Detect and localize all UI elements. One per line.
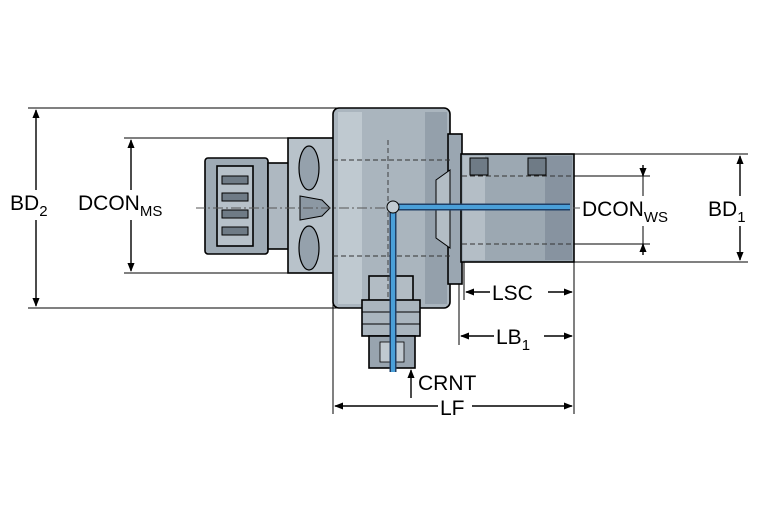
- toolholder-body: [204, 107, 575, 369]
- coolant-channel: [386, 200, 570, 372]
- label-lb1: LB1: [496, 326, 530, 354]
- label-lsc: LSC: [492, 282, 533, 305]
- label-dcon-ms: DCONMS: [78, 192, 162, 220]
- set-screw-2: [527, 157, 547, 176]
- label-bd2: BD2: [10, 192, 48, 220]
- label-crnt: CRNT: [418, 372, 476, 395]
- label-dcon-ws: DCONWS: [582, 198, 668, 226]
- ms-shank-grooves: [221, 175, 249, 236]
- set-screw-1: [469, 157, 489, 176]
- label-lf: LF: [440, 397, 465, 420]
- dimension-labels: BD2 DCONMS DCONWS BD1 LSC LB1 CRNT LF: [8, 190, 764, 422]
- label-bd1: BD1: [708, 198, 746, 226]
